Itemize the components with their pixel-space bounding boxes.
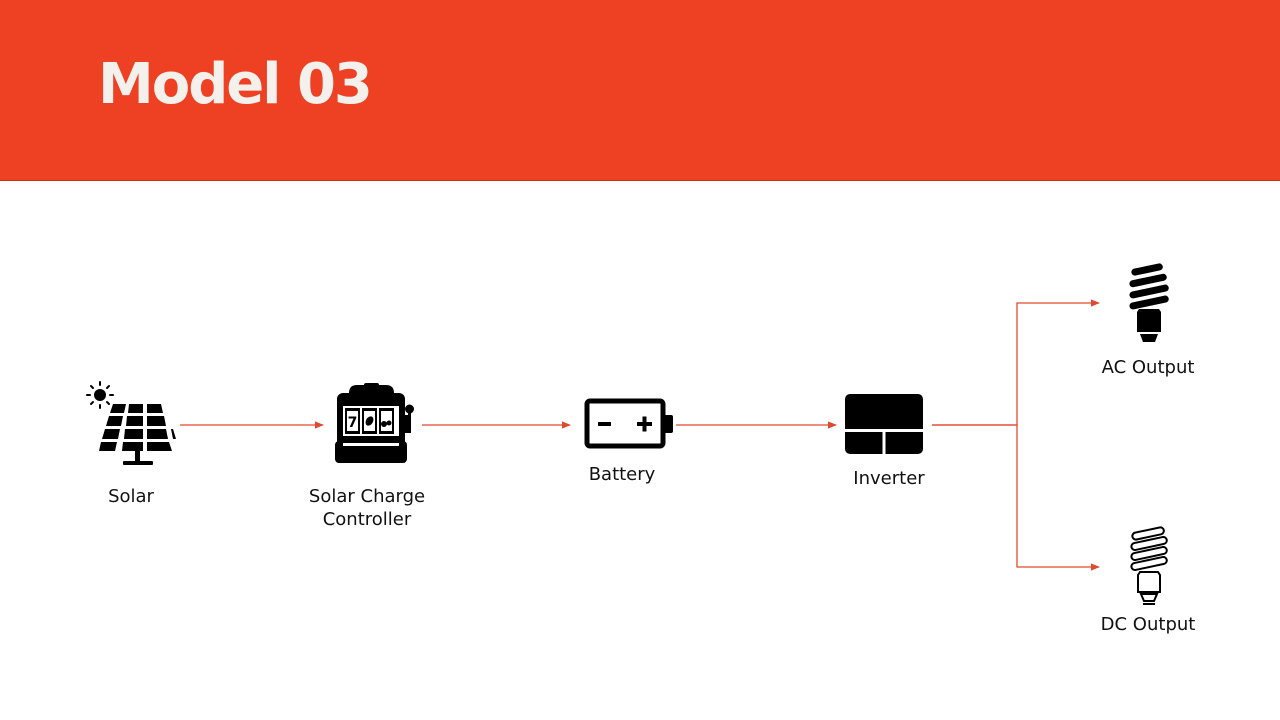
node-label-line: Controller bbox=[322, 509, 412, 530]
node-label-solar: Solar bbox=[108, 486, 154, 507]
edge-inverter-ac bbox=[932, 299, 1100, 426]
slot-machine-icon: 7 bbox=[335, 383, 414, 463]
node-label-ac-output: AC Output bbox=[1101, 357, 1195, 378]
title-banner: Model 03 bbox=[0, 0, 1280, 181]
filled-bulb-icon bbox=[1129, 263, 1169, 342]
node-label-dc-output: DC Output bbox=[1100, 614, 1196, 635]
battery-icon bbox=[584, 398, 673, 449]
page-title: Model 03 bbox=[98, 52, 373, 117]
node-label-charge-controller: Solar Charge Controller bbox=[287, 485, 447, 531]
edge-inverter-dc bbox=[932, 424, 1100, 571]
inverter-icon bbox=[845, 394, 923, 454]
sun-icon bbox=[86, 381, 114, 409]
solar-panel-icon bbox=[86, 381, 176, 465]
outline-bulb-icon bbox=[1130, 526, 1168, 605]
node-label-inverter: Inverter bbox=[853, 468, 925, 489]
node-label-battery: Battery bbox=[588, 464, 656, 485]
node-label-line: Solar Charge bbox=[308, 486, 426, 507]
svg-text:7: 7 bbox=[348, 415, 358, 431]
